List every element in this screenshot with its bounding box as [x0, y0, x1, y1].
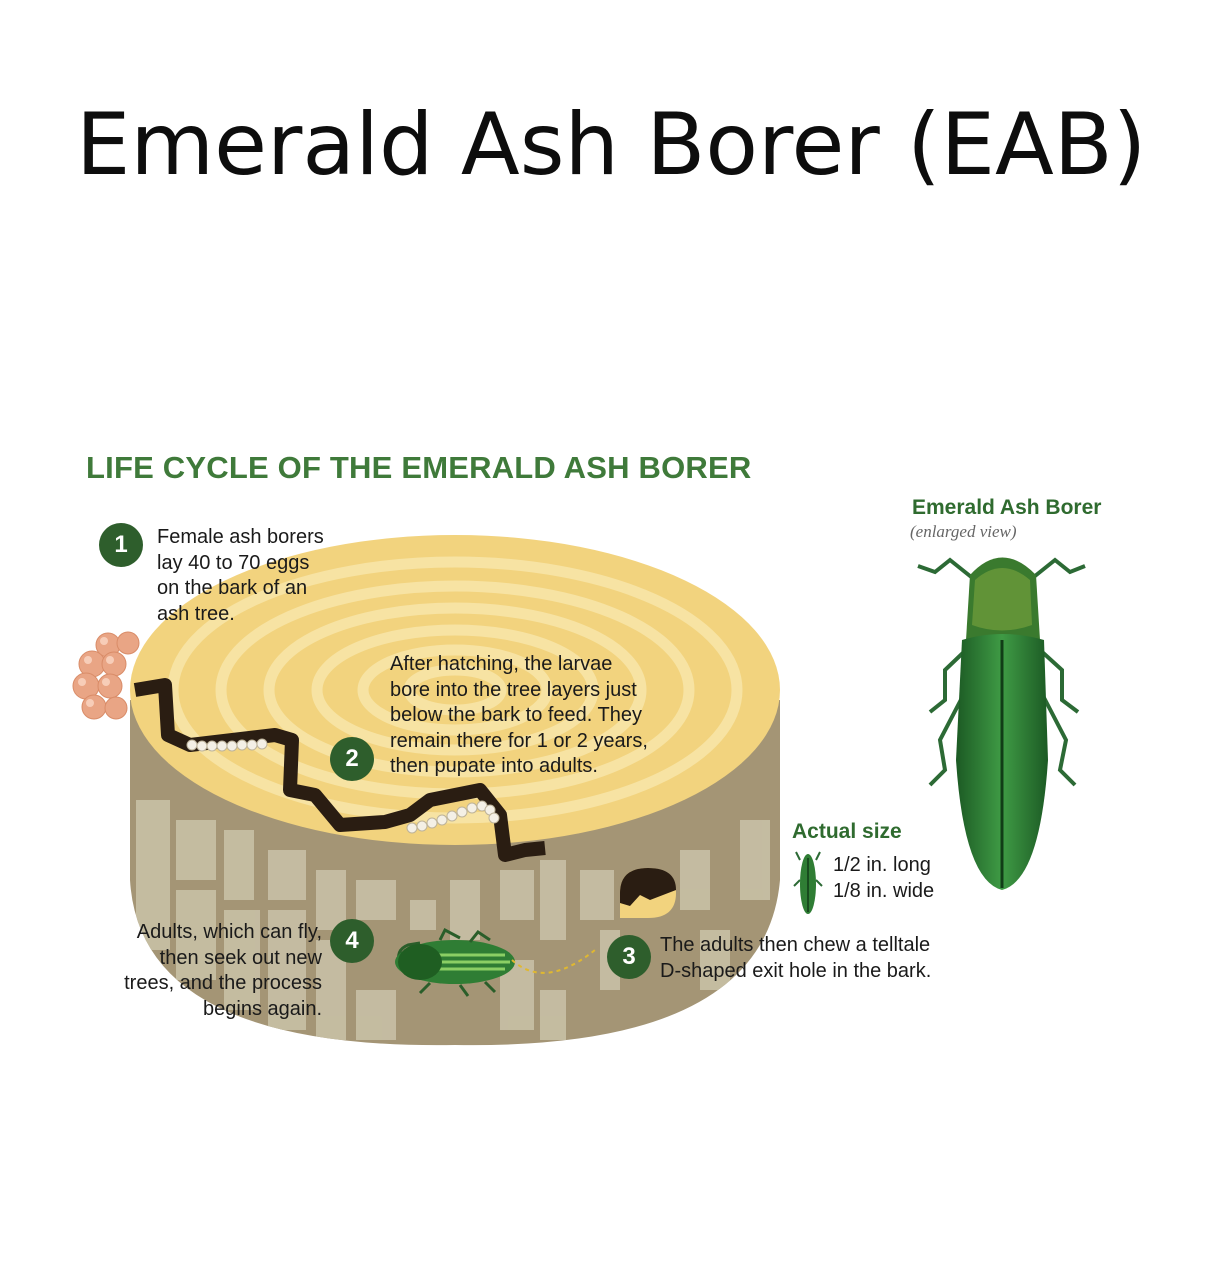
- actual-size-width: 1/8 in. wide: [833, 879, 935, 902]
- egg-cluster-icon: [72, 631, 140, 720]
- larva-galleries: [133, 678, 546, 862]
- step-4-badge: 4: [330, 919, 374, 963]
- actual-size-beetle-icon: [793, 851, 823, 914]
- beetle-sublabel: (enlarged view): [910, 522, 1017, 541]
- actual-size-dimensions: 1/2 in. long 1/8 in. wide: [833, 853, 1033, 904]
- step-4-text: Adults, which can fly, then seek out new…: [124, 921, 322, 1020]
- enlarged-beetle-icon: [917, 557, 1086, 890]
- larva-icon: [186, 738, 500, 834]
- step-2-badge: 2: [330, 737, 374, 781]
- beetle-label: Emerald Ash Borer: [912, 496, 1102, 519]
- step-1-text: Female ash borers lay 40 to 70 eggs on t…: [157, 526, 324, 625]
- step-3-badge: 3: [607, 935, 651, 979]
- step-3-text: The adults then chew a telltale D-shaped…: [660, 934, 932, 982]
- actual-size-label: Actual size: [792, 820, 902, 843]
- flying-beetle-icon: [395, 927, 596, 997]
- page-title: Emerald Ash Borer (EAB): [76, 95, 1147, 195]
- step-1-badge: 1: [99, 523, 143, 567]
- step-2-text: After hatching, the larvae bore into the…: [390, 653, 648, 777]
- actual-size-length: 1/2 in. long: [833, 854, 931, 876]
- diagram-title: LIFE CYCLE OF THE EMERALD ASH BORER: [86, 450, 752, 485]
